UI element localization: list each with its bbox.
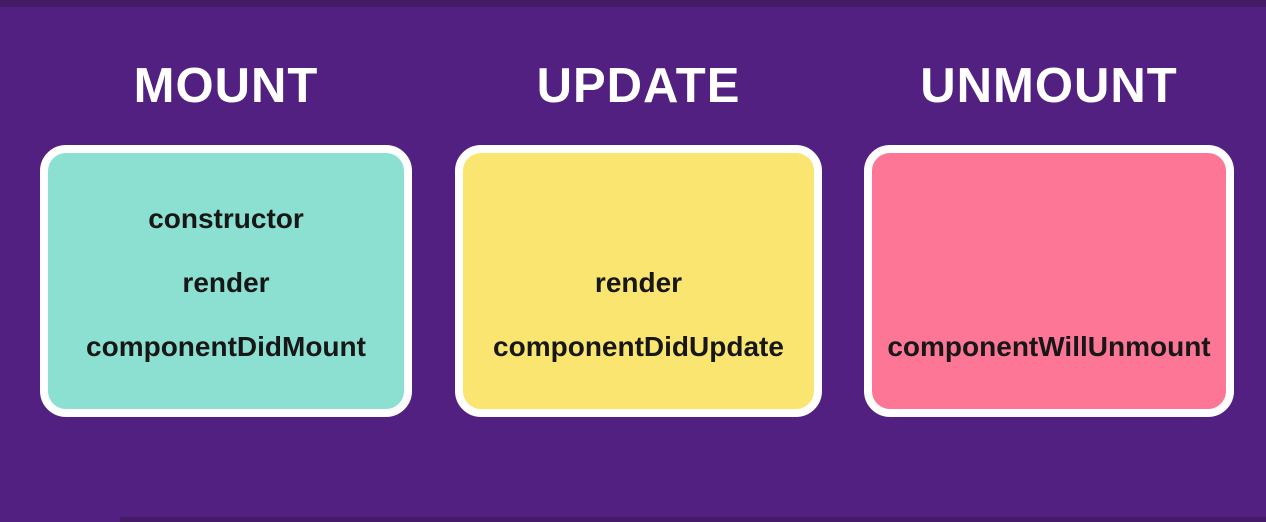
unmount-card: componentWillUnmount — [864, 145, 1234, 417]
mount-heading: MOUNT — [133, 59, 319, 113]
lifecycle-method-componentdidupdate: componentDidUpdate — [493, 331, 784, 362]
lifecycle-method-componentwillunmount: componentWillUnmount — [887, 331, 1211, 362]
lifecycle-method-constructor: constructor — [148, 203, 304, 234]
unmount-heading: UNMOUNT — [920, 59, 1178, 113]
lifecycle-method-render: render — [594, 267, 683, 298]
lifecycle-method-render: render — [182, 267, 270, 298]
unmount-column: UNMOUNT componentWillUnmount — [864, 0, 1234, 522]
mount-column: MOUNT constructor render componentDidMou… — [40, 0, 412, 522]
lifecycle-method-componentdidmount: componentDidMount — [86, 331, 366, 362]
update-column: UPDATE render componentDidUpdate — [455, 0, 822, 522]
bottom-edge-strip — [120, 517, 1266, 522]
top-edge-strip — [0, 0, 1266, 7]
update-card: render componentDidUpdate — [455, 145, 822, 417]
update-heading: UPDATE — [536, 59, 741, 113]
mount-card: constructor render componentDidMount — [40, 145, 412, 417]
